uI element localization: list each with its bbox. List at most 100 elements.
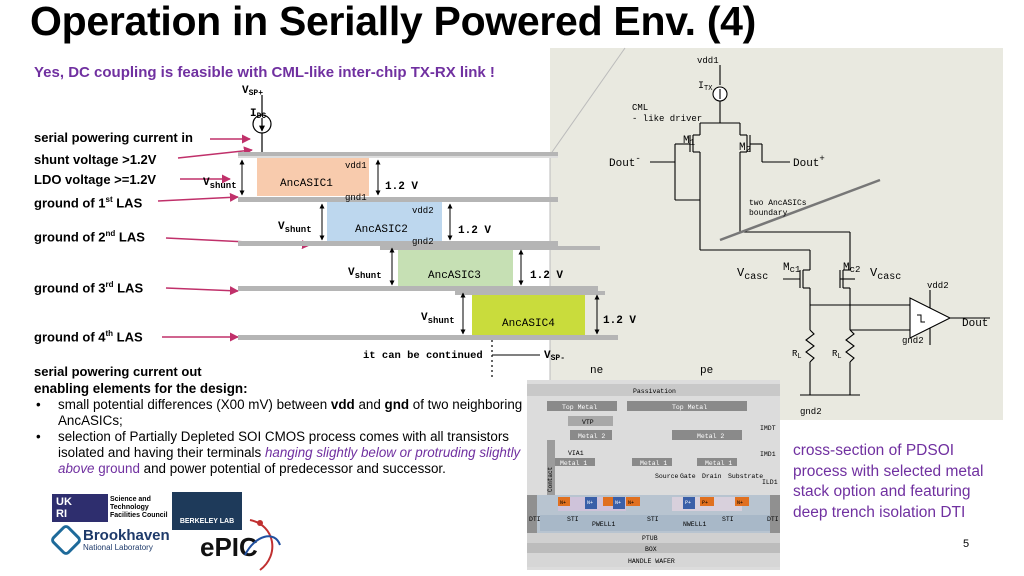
schematic-panel <box>550 48 1003 420</box>
chip-ancasic1 <box>257 158 369 196</box>
chip-label-1: AncASIC1 <box>280 178 333 190</box>
svg-text:N+: N+ <box>628 500 634 506</box>
svg-text:Source: Source <box>655 473 679 480</box>
svg-text:Contact: Contact <box>547 467 554 492</box>
label-current-out: serial powering current out <box>34 364 202 379</box>
label-ldo-voltage: LDO voltage >=1.2V <box>34 172 157 187</box>
svg-text:N+: N+ <box>560 500 566 506</box>
design-notes: enabling elements for the design: small … <box>34 381 534 477</box>
berkeley-lab-logo: BERKELEY LAB <box>172 492 242 530</box>
svg-text:NWELL1: NWELL1 <box>683 521 707 528</box>
chip-ancasic3 <box>398 246 513 286</box>
svg-text:1.2 V: 1.2 V <box>458 225 491 237</box>
svg-text:PWELL1: PWELL1 <box>592 521 616 528</box>
cml-schematic <box>674 65 990 396</box>
svg-text:Top Metal: Top Metal <box>562 404 597 411</box>
svg-text:STI: STI <box>567 516 579 523</box>
svg-text:M1: M1 <box>683 135 695 148</box>
epic-swirl-icon <box>244 519 281 571</box>
note-item: small potential differences (X00 mV) bet… <box>36 397 534 429</box>
svg-text:1.2 V: 1.2 V <box>530 270 563 282</box>
svg-text:Vcasc: Vcasc <box>870 266 901 283</box>
svg-text:Metal 1: Metal 1 <box>560 460 587 467</box>
cross-section-caption: cross-section of PDSOI process with sele… <box>793 442 984 521</box>
svg-text:ne: ne <box>590 365 603 377</box>
svg-text:Vshunt: Vshunt <box>203 177 237 191</box>
svg-text:VTP: VTP <box>582 419 594 426</box>
label-ground-4: ground of 4th LAS <box>34 329 143 345</box>
svg-text:gnd2: gnd2 <box>902 336 924 346</box>
chip-label-4: AncASIC4 <box>502 318 555 330</box>
epic-logo: ePIC <box>200 532 258 562</box>
svg-text:1.2 V: 1.2 V <box>603 315 636 327</box>
svg-text:VIA1: VIA1 <box>568 450 584 457</box>
chip-ancasic4 <box>472 291 585 335</box>
svg-text:gnd1: gnd1 <box>345 193 367 203</box>
page-title: Operation in Serially Powered Env. (4) <box>30 0 757 44</box>
svg-text:Dout+: Dout+ <box>793 154 825 170</box>
svg-text:Metal 2: Metal 2 <box>578 433 605 440</box>
svg-text:VSP-: VSP- <box>544 350 565 363</box>
svg-text:Mc1: Mc1 <box>783 262 800 275</box>
svg-text:N+: N+ <box>587 500 593 506</box>
svg-text:ITX: ITX <box>698 81 713 93</box>
svg-text:Passivation: Passivation <box>633 388 676 395</box>
svg-text:DTI: DTI <box>529 516 541 523</box>
svg-text:ILD1: ILD1 <box>762 479 778 486</box>
label-ground-3: ground of 3rd LAS <box>34 280 144 296</box>
svg-text:P+: P+ <box>685 500 691 506</box>
chip-label-2: AncASIC2 <box>355 224 408 236</box>
svg-text:IMD1: IMD1 <box>760 451 776 458</box>
svg-text:two AncASICs: two AncASICs <box>749 199 807 208</box>
svg-text:BOX: BOX <box>645 546 657 553</box>
subtitle: Yes, DC coupling is feasible with CML-li… <box>34 64 495 81</box>
svg-text:Mc2: Mc2 <box>843 262 860 275</box>
note-item: selection of Partially Depleted SOI CMOS… <box>36 429 534 477</box>
svg-text:RL: RL <box>792 349 802 361</box>
svg-text:Vshunt: Vshunt <box>278 221 312 235</box>
label-current-in: serial powering current in <box>34 130 193 145</box>
svg-text:1.2 V: 1.2 V <box>385 181 418 193</box>
svg-text:Metal 2: Metal 2 <box>697 433 724 440</box>
svg-text:Top Metal: Top Metal <box>672 404 707 411</box>
svg-text:- like driver: - like driver <box>632 114 702 124</box>
continued-label: it can be continued <box>363 350 483 362</box>
page-number: 5 <box>963 538 970 550</box>
svg-text:boundary: boundary <box>749 209 788 218</box>
svg-text:Vcasc: Vcasc <box>737 266 768 283</box>
pdsoi-cross-section: Passivation Top Metal Top Metal VTP IMDT… <box>527 380 780 570</box>
chip-label-3: AncASIC3 <box>428 270 481 282</box>
svg-text:Dout-: Dout- <box>609 154 641 170</box>
svg-text:RL: RL <box>832 349 842 361</box>
svg-text:N+: N+ <box>737 500 743 506</box>
svg-text:PTUB: PTUB <box>642 535 658 542</box>
svg-text:vdd1: vdd1 <box>345 161 367 171</box>
svg-text:VSP+: VSP+ <box>242 85 263 98</box>
svg-text:DTI: DTI <box>767 516 779 523</box>
svg-text:IDC: IDC <box>250 108 266 121</box>
svg-text:Metal 1: Metal 1 <box>640 460 667 467</box>
svg-text:IMDT: IMDT <box>760 425 776 432</box>
notes-header: enabling elements for the design: <box>34 381 248 396</box>
svg-text:Vshunt: Vshunt <box>348 267 382 281</box>
label-ground-1: ground of 1st LAS <box>34 195 143 211</box>
svg-text:gnd2: gnd2 <box>800 407 822 417</box>
label-ground-2: ground of 2nd LAS <box>34 229 145 245</box>
svg-text:CML: CML <box>632 103 648 113</box>
chip-ancasic2 <box>327 202 442 241</box>
svg-text:STI: STI <box>647 516 659 523</box>
svg-text:STI: STI <box>722 516 734 523</box>
svg-text:Vshunt: Vshunt <box>421 312 455 326</box>
svg-text:Metal 1: Metal 1 <box>705 460 732 467</box>
svg-text:pe: pe <box>700 365 713 377</box>
svg-text:vdd1: vdd1 <box>697 56 719 66</box>
svg-text:vdd2: vdd2 <box>927 281 949 291</box>
svg-text:vdd2: vdd2 <box>412 206 434 216</box>
svg-text:Substrate: Substrate <box>728 473 763 480</box>
svg-text:Gate: Gate <box>680 473 696 480</box>
svg-text:HANDLE WAFER: HANDLE WAFER <box>628 558 675 565</box>
svg-text:N+: N+ <box>615 500 621 506</box>
